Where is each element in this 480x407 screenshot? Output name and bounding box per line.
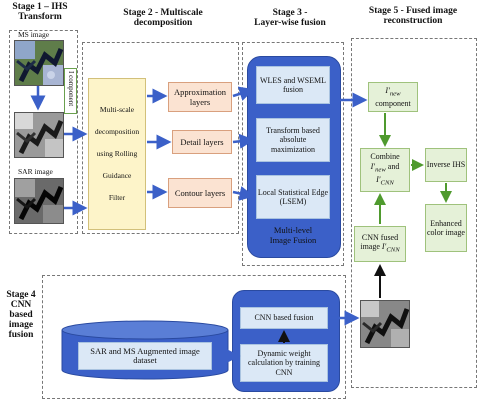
combine-box: Combine I′new and I′CNN: [360, 148, 410, 192]
detail-layers-box: Detail layers: [172, 130, 232, 154]
stage4-frame: [42, 275, 346, 399]
inverse-ihs-box: Inverse IHS: [425, 148, 467, 182]
ms-image-label: MS image: [18, 30, 50, 39]
lsem-box: Local Statistical Edge (LSEM): [256, 175, 330, 219]
ms-image: [14, 40, 64, 86]
enhanced-color-image-box: Enhanced color image: [425, 204, 467, 252]
cnn-fused-image-box: CNN fused image I′CNN: [354, 226, 406, 262]
rolling-guidance-filter-box: Multi-scale decomposition using Rolling …: [88, 78, 146, 230]
stage5-frame: [351, 38, 477, 388]
cnn-based-fusion-box: CNN based fusion: [240, 307, 328, 329]
approximation-layers-box: Approximation layers: [168, 82, 232, 112]
stage3-title: Stage 3 -Layer-wise fusion: [254, 8, 326, 28]
sar-image: [14, 178, 64, 224]
dynamic-weight-box: Dynamic weight calculation by training C…: [240, 344, 328, 382]
absolute-maximization-box: Transform based absolute maximization: [256, 118, 330, 162]
intensity-image: [14, 112, 64, 158]
dataset-label: SAR and MS Augmented image dataset: [78, 342, 212, 370]
stage3-frame: [242, 42, 344, 266]
sar-image-label: SAR image: [18, 167, 53, 176]
cnn-fused-image: [360, 300, 410, 348]
contour-layers-box: Contour layers: [168, 178, 232, 208]
i-component-label: I component: [64, 68, 77, 114]
wles-wseml-fusion-box: WLES and WSEML fusion: [256, 66, 330, 104]
new-component-box: I′new component: [368, 82, 418, 112]
dataset-cylinder: SAR and MS Augmented image dataset: [60, 320, 230, 380]
